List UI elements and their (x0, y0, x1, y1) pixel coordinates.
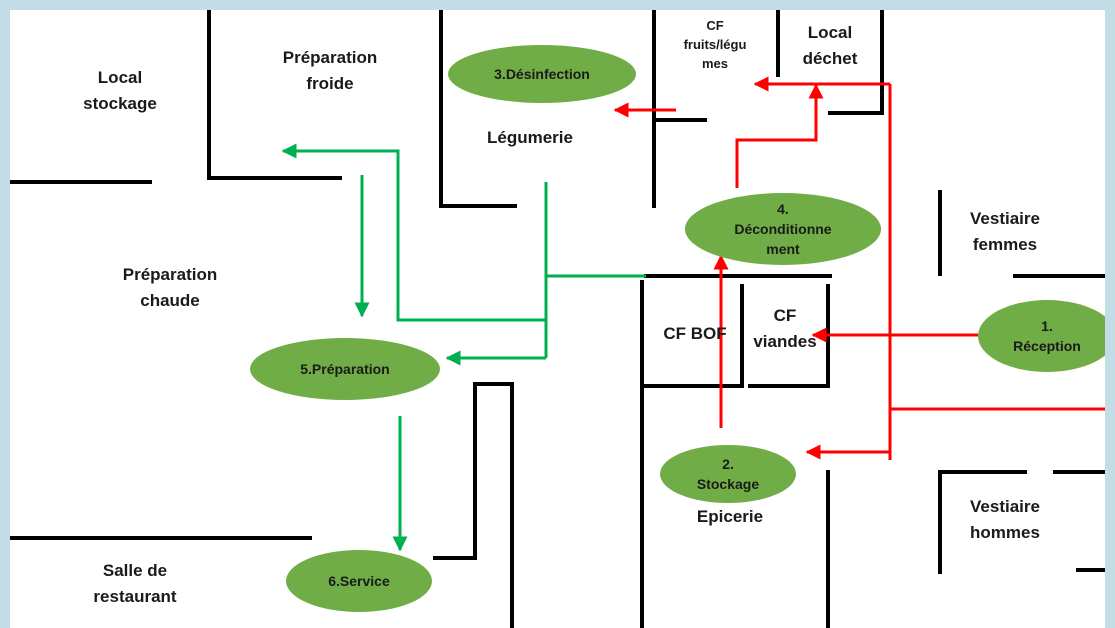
wall-segment (748, 284, 830, 388)
floor-plan-lines (10, 10, 1105, 628)
room-cf-fruits-legumes: CF fruits/légu mes (683, 18, 747, 71)
wall-segment (439, 10, 517, 208)
step-preparation: 5.Préparation (250, 338, 440, 400)
room-salle-restaurant: Salle de restaurant (93, 561, 177, 606)
flow-arrow-to-local-dechet (735, 83, 824, 188)
room-local-dechet: Local déchet (802, 23, 858, 68)
room-vestiaire-femmes: Vestiaire femmes (970, 209, 1040, 254)
room-cf-bof: CF BOF (663, 324, 727, 343)
wall-segment (433, 382, 477, 560)
room-local-stockage: Local stockage (83, 68, 157, 113)
flow-arrow-to-preparation-froide (281, 143, 546, 322)
room-preparation-froide: Préparation froide (282, 48, 378, 93)
step-deconditionnement: 4. Déconditionne ment (685, 193, 881, 265)
step-stockage: 2. Stockage (660, 445, 796, 503)
wall-segment (828, 10, 884, 115)
raw-flow-arrows (613, 76, 1105, 460)
wall-segment (473, 382, 514, 628)
step-reception: 1. Réception (978, 300, 1105, 372)
room-legumerie: Légumerie (487, 128, 573, 147)
clean-flow-arrows (281, 143, 646, 552)
walls (10, 10, 1105, 628)
floor-plan: Local stockage Préparation froide Légume… (10, 10, 1105, 628)
room-epicerie: Epicerie (696, 507, 764, 526)
wall-segment (207, 10, 342, 180)
room-vestiaire-hommes: Vestiaire hommes (970, 497, 1040, 542)
step-desinfection: 3.Désinfection (448, 45, 636, 103)
step-service: 6.Service (286, 550, 432, 612)
room-cf-viandes: CF viandes (753, 306, 817, 351)
room-preparation-chaude: Préparation chaude (122, 265, 218, 310)
